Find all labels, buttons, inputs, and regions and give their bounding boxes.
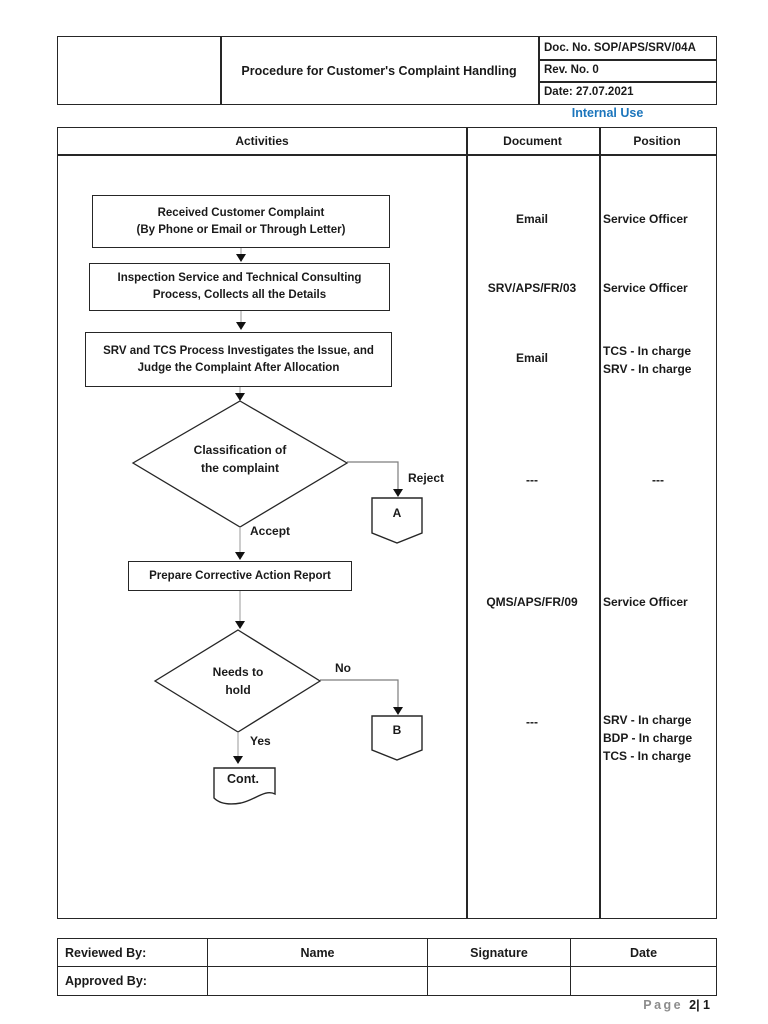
approved-signature-cell xyxy=(428,967,571,995)
continue-label: Cont. xyxy=(227,772,259,786)
page-footer: Page 2| 1 xyxy=(643,998,710,1012)
table-header-underline xyxy=(58,154,716,156)
document-value: --- xyxy=(526,473,538,487)
column-header-document: Document xyxy=(503,134,562,148)
flow-step-text: Inspection Service and Technical Consult… xyxy=(117,272,362,284)
page-number: 2| 1 xyxy=(689,998,710,1012)
flow-step-received-complaint: Received Customer Complaint (By Phone or… xyxy=(92,195,390,248)
decision-line: the complaint xyxy=(200,461,279,475)
reviewed-by-cell: Reviewed By: xyxy=(58,939,208,967)
column-header-position: Position xyxy=(633,134,681,148)
name-header-cell: Name xyxy=(208,939,428,967)
document-value: SRV/APS/FR/03 xyxy=(487,281,577,295)
flow-step-text: Prepare Corrective Action Report xyxy=(149,569,331,582)
position-value: --- xyxy=(652,473,664,487)
document-value: --- xyxy=(526,715,538,729)
approved-date-cell xyxy=(571,967,716,995)
branch-label-yes: Yes xyxy=(250,734,271,748)
offpage-connector-b-label: B xyxy=(392,723,402,737)
decision-line: Needs to xyxy=(212,665,264,679)
flow-step-text: Judge the Complaint After Allocation xyxy=(137,361,340,374)
signature-header-cell: Signature xyxy=(428,939,571,967)
document-value: QMS/APS/FR/09 xyxy=(486,595,578,609)
header-row-divider-1 xyxy=(538,59,716,61)
flow-step-inspection-service: Inspection Service and Technical Consult… xyxy=(89,263,390,311)
table-divider-position xyxy=(599,128,601,918)
document-header-table: Procedure for Customer's Complaint Handl… xyxy=(57,36,717,105)
flow-step-text: Received Customer Complaint xyxy=(157,206,325,219)
branch-label-no: No xyxy=(335,661,351,675)
decision-line: Classification of xyxy=(193,443,287,457)
header-divider-2 xyxy=(538,37,540,104)
branch-label-accept: Accept xyxy=(250,524,291,538)
flow-step-investigation: SRV and TCS Process Investigates the Iss… xyxy=(85,332,392,387)
approved-name-cell xyxy=(208,967,428,995)
decision-text-needs-hold: Needs to hold xyxy=(148,663,328,699)
page-word: Page xyxy=(643,998,684,1012)
document-value: Email xyxy=(515,351,548,365)
offpage-connector-a-label: A xyxy=(392,506,402,520)
signoff-table: Reviewed By: Name Signature Date Approve… xyxy=(57,938,717,996)
header-divider-1 xyxy=(220,37,222,104)
flow-step-text: (By Phone or Email or Through Letter) xyxy=(136,223,346,236)
flow-step-text: SRV and TCS Process Investigates the Iss… xyxy=(103,344,374,357)
revision-number: Rev. No. 0 xyxy=(544,64,599,76)
flow-step-corrective-action: Prepare Corrective Action Report xyxy=(128,561,352,591)
position-value: Service Officer xyxy=(603,595,688,609)
flow-step-text: Process, Collects all the Details xyxy=(152,289,327,301)
doc-date: Date: 27.07.2021 xyxy=(544,86,634,98)
approved-by-cell: Approved By: xyxy=(58,967,208,995)
position-value: Service Officer xyxy=(603,281,688,295)
header-row-divider-2 xyxy=(538,81,716,83)
table-divider-document xyxy=(466,128,468,918)
position-value: TCS - In charge SRV - In charge xyxy=(603,344,692,376)
decision-line: hold xyxy=(225,683,251,697)
document-value: Email xyxy=(515,212,548,226)
classification-label: Internal Use xyxy=(571,106,644,120)
procedure-table: Activities Document Position xyxy=(57,127,717,919)
branch-label-reject: Reject xyxy=(408,471,445,485)
decision-text-classification: Classification of the complaint xyxy=(150,441,330,477)
document-title: Procedure for Customer's Complaint Handl… xyxy=(241,63,517,78)
date-header-cell: Date xyxy=(571,939,716,967)
doc-number: Doc. No. SOP/APS/SRV/04A xyxy=(544,42,696,54)
position-value: Service Officer xyxy=(603,212,688,226)
position-value: SRV - In charge BDP - In charge TCS - In… xyxy=(603,713,693,763)
logo-cell xyxy=(58,37,220,104)
column-header-activities: Activities xyxy=(235,134,289,148)
